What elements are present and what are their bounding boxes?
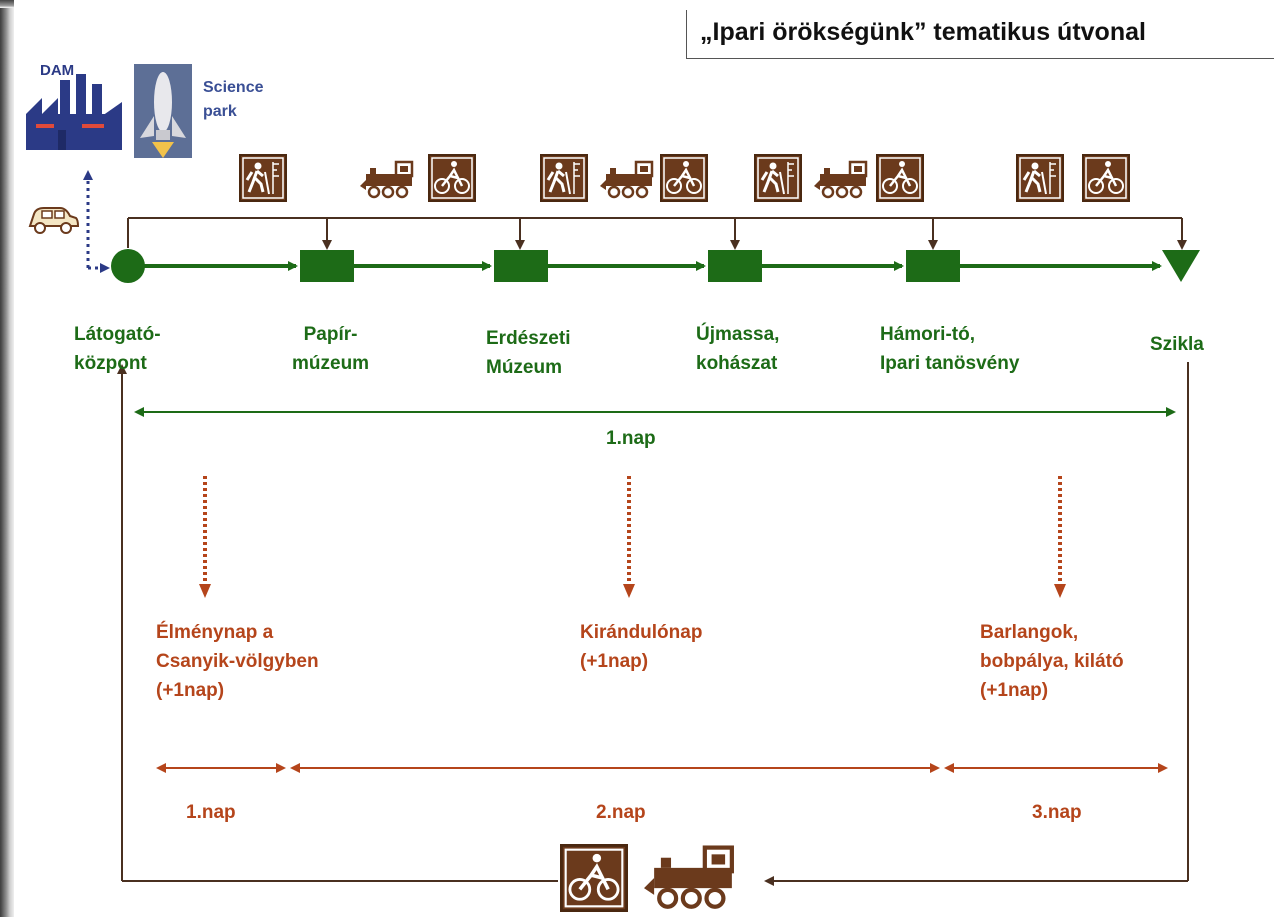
extra-label-line: Csanyik-völgyben [156,651,319,672]
stop-label-5: Szikla [1150,330,1204,359]
cyclist-icon [1082,154,1130,202]
stop-label-line: Szikla [1150,334,1204,355]
stop-node-3 [708,250,762,282]
stop-label-line: Újmassa, [696,324,780,345]
extra-label-line: (+1nap) [156,680,225,701]
day-label-2: 2.nap [596,802,646,823]
car-icon [28,207,80,234]
science-park-text: Science park [203,79,264,120]
stop-label-4: Hámori-tó, Ipari tanösvény [880,320,1019,378]
day1-main-label: 1.nap [606,428,656,449]
extra-label-1: Kirándulónap (+1nap) [580,618,702,676]
extra-label-line: Kirándulónap [580,622,703,643]
stop-label-line: Múzeum [486,357,562,378]
page-title: „Ipari örökségünk” tematikus útvonal [700,18,1146,46]
train-icon [644,845,734,909]
stop-node-4 [906,250,960,282]
extra-label-line: Barlangok, [980,622,1079,643]
hiker-icon [1016,154,1064,202]
train-icon [360,160,414,199]
extra-label-line: bobpálya, kilátó [980,651,1124,672]
extra-label-0: Élménynap a Csanyik-völgyben (+1nap) [156,618,319,705]
science-park-label: Science park [203,76,263,124]
stop-node-2 [494,250,548,282]
cyclist-icon [428,154,476,202]
stop-label-3: Újmassa, kohászat [696,320,779,378]
start-node [111,249,145,283]
stop-label-line: múzeum [292,353,370,374]
stop-label-0: Látogató- központ [74,320,161,378]
stop-label-1: Papír- múzeum [292,320,369,378]
extra-label-line: (+1nap) [980,680,1049,701]
stop-label-2: Erdészeti Múzeum [486,324,570,382]
stop-label-line: Látogató- [74,324,161,345]
title-box [686,10,1274,59]
stop-label-line: Hámori-tó, [880,324,975,345]
stop-label-line: központ [74,353,147,374]
extra-label-line: (+1nap) [580,651,649,672]
day-label-1: 1.nap [186,802,236,823]
space-shuttle-icon [134,64,192,158]
cyclist-icon [560,844,628,912]
hiker-icon [540,154,588,202]
stop-label-line: kohászat [696,353,778,374]
stop-label-line: Erdészeti [486,328,571,349]
extra-label-line: Élménynap a [156,622,274,643]
hiker-icon [754,154,802,202]
cyclist-icon [876,154,924,202]
train-icon [814,160,868,199]
stop-label-line: Papír- [303,324,358,345]
day-label-3: 3.nap [1032,802,1082,823]
end-node [1162,250,1200,282]
extra-label-2: Barlangok, bobpálya, kilátó (+1nap) [980,618,1124,705]
cyclist-icon [660,154,708,202]
train-icon [600,160,654,199]
hiker-icon [239,154,287,202]
factory-icon [26,74,122,150]
stop-node-1 [300,250,354,282]
stop-label-line: Ipari tanösvény [880,353,1020,374]
dam-logo-label: DAM [40,62,75,79]
